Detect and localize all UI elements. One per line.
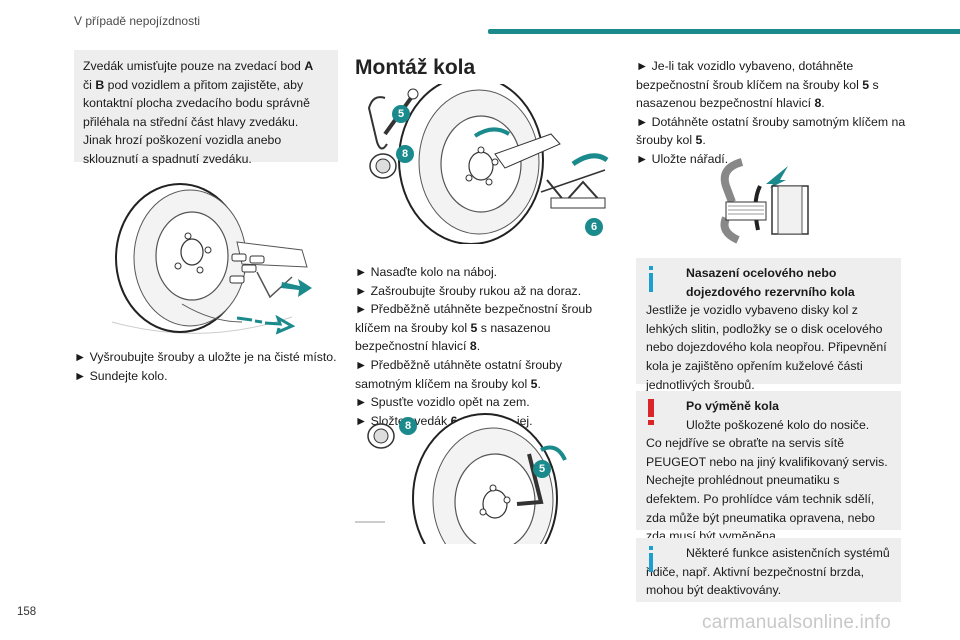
info-icon	[649, 266, 653, 292]
header-title: V případě nepojízdnosti	[74, 14, 201, 28]
warning-box-line1: Uložte poškozené kolo do nosiče.	[686, 417, 870, 432]
info-icon	[649, 546, 653, 572]
step-screw-bolts: ► Zašroubujte šrouby rukou až na doraz.	[355, 283, 582, 298]
right-steps: ► Je-li tak vozidlo vybaveno, dotáhněte …	[636, 57, 906, 169]
warning-text: či	[83, 77, 96, 92]
step-remove-bolts: ► Vyšroubujte šrouby a uložte je na čist…	[74, 350, 337, 364]
info-box-title: Nasazení ocelového nebo dojezdového reze…	[686, 266, 855, 299]
after-change-warning-box: Po výměně kola Uložte poškozené kolo do …	[636, 391, 901, 543]
step-pretighten-security: ► Předběžně utáhněte bezpečnostní šroub …	[355, 302, 593, 354]
warning-icon	[648, 399, 654, 425]
wheel-tightening-illustration	[355, 413, 567, 544]
page-number: 158	[17, 606, 37, 618]
steel-wheel-info-box: Nasazení ocelového nebo dojezdového reze…	[636, 258, 901, 392]
step-lower-vehicle: ► Spusťte vozidlo opět na zem.	[355, 395, 530, 410]
step-pretighten-others: ► Předběžně utáhněte ostatní šrouby samo…	[355, 357, 563, 391]
badge-5-top: 5	[392, 105, 410, 123]
wheel-removal-illustration	[111, 183, 312, 335]
badge-8-top: 8	[396, 145, 414, 163]
warning-bold-b: B	[95, 77, 105, 92]
step-remove-wheel: ► Sundejte kolo.	[74, 368, 168, 383]
header-accent-bar	[488, 29, 960, 34]
warning-text: pod vozidlem a přitom zajistěte, aby kon…	[83, 77, 310, 166]
warning-text: Zvedák umisťujte pouze na zvedací bod	[83, 59, 305, 73]
warning-box-body: Co nejdříve se obraťte na servis sítě PE…	[646, 436, 888, 544]
badge-8-bottom: 8	[399, 417, 417, 435]
bolt-washer-illustration	[720, 158, 809, 244]
assist-systems-text: Některé funkce asistenčních systémů řidi…	[646, 546, 890, 598]
left-steps: ► Vyšroubujte šrouby a uložte je na čist…	[74, 348, 344, 385]
section-title: Montáž kola	[355, 56, 476, 79]
warning-box-title: Po výměně kola	[686, 399, 779, 413]
assist-systems-info-box: Některé funkce asistenčních systémů řidi…	[636, 538, 901, 602]
info-box-body: Jestliže je vozidlo vybaveno disky kol z…	[646, 303, 887, 392]
jack-warning-box: Zvedák umisťujte pouze na zvedací bod A …	[74, 50, 338, 166]
step-store-tools: ► Uložte nářadí.	[636, 151, 729, 166]
step-mount-wheel: ► Nasaďte kolo na náboj.	[355, 265, 498, 279]
warning-bold-a: A	[304, 59, 314, 73]
step-tighten-others: ► Dotáhněte ostatní šrouby samotným klíč…	[636, 114, 906, 148]
step-tighten-security: ► Je-li tak vozidlo vybaveno, dotáhněte …	[636, 59, 879, 111]
badge-6-top: 6	[585, 218, 603, 236]
badge-5-bottom: 5	[533, 460, 551, 478]
watermark: carmanualsonline.info	[702, 612, 892, 633]
wheel-mounting-illustration	[367, 84, 609, 244]
middle-steps: ► Nasaďte kolo na náboj. ► Zašroubujte š…	[355, 263, 617, 430]
